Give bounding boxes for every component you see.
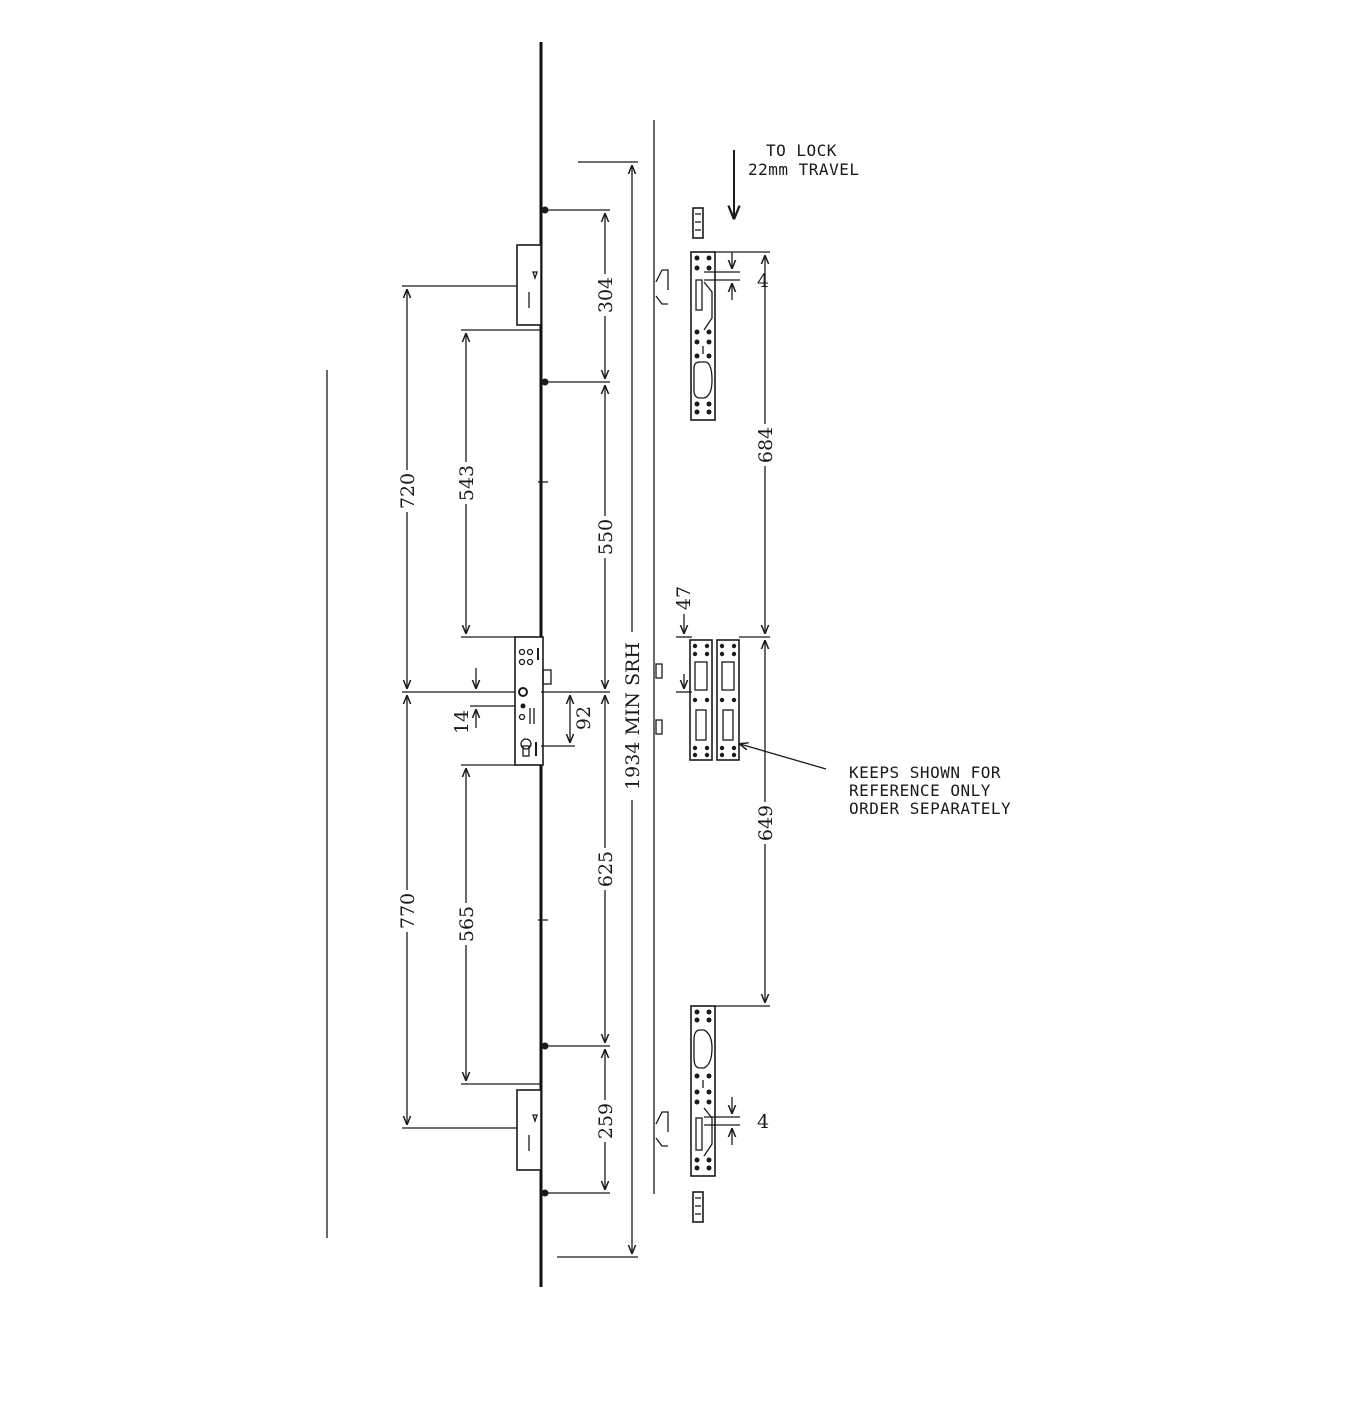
centre-latch-tongues bbox=[655, 663, 663, 735]
lock-travel-note: TO LOCK 22mm TRAVEL bbox=[734, 141, 859, 218]
dimension-649: 649 bbox=[713, 641, 777, 1007]
dimension-4-top: 4 bbox=[704, 252, 769, 300]
dimension-565: 565 bbox=[456, 764, 541, 1085]
dimension-47: 47 bbox=[673, 586, 695, 693]
top-hook-housing bbox=[516, 244, 542, 326]
dimension-720-label: 720 bbox=[397, 473, 419, 509]
dimension-770: 770 bbox=[397, 696, 517, 1129]
dimension-1934-srh-label: 1934 MIN SRH bbox=[622, 642, 644, 790]
centre-keep-right bbox=[716, 639, 740, 761]
dimension-259-label: 259 bbox=[595, 1103, 617, 1139]
dimension-14: 14 bbox=[451, 668, 515, 734]
dimension-92-label: 92 bbox=[573, 706, 595, 730]
dimension-4-bottom: 4 bbox=[704, 1097, 769, 1145]
dimension-259: 259 bbox=[548, 1050, 617, 1194]
dimension-1934-srh: 1934 MIN SRH bbox=[557, 161, 644, 1258]
keeps-note-line1: KEEPS SHOWN FOR bbox=[849, 763, 1001, 782]
dimension-565-label: 565 bbox=[456, 906, 478, 942]
keeps-note-line2: REFERENCE ONLY bbox=[849, 781, 991, 800]
dimension-550: 550 bbox=[595, 386, 617, 688]
top-small-keep bbox=[692, 207, 704, 239]
bottom-small-keep bbox=[692, 1191, 704, 1223]
dimension-625-label: 625 bbox=[595, 851, 617, 887]
hook-bolt-top bbox=[655, 269, 669, 305]
dimension-4-top-label: 4 bbox=[757, 270, 769, 292]
dimension-550-label: 550 bbox=[595, 519, 617, 555]
centre-keep-left bbox=[689, 639, 713, 761]
dimension-770-label: 770 bbox=[397, 893, 419, 929]
dimension-4-bottom-label: 4 bbox=[757, 1111, 769, 1133]
lock-note-line2: 22mm TRAVEL bbox=[748, 160, 859, 179]
lock-note-line1: TO LOCK bbox=[766, 141, 837, 160]
dimension-684-label: 684 bbox=[755, 427, 777, 463]
dimension-543-label: 543 bbox=[456, 465, 478, 501]
keeps-reference-note: KEEPS SHOWN FOR REFERENCE ONLY ORDER SEP… bbox=[740, 744, 1011, 818]
bottom-hook-keep bbox=[690, 1005, 716, 1177]
keeps-note-line3: ORDER SEPARATELY bbox=[849, 799, 1011, 818]
hook-bolt-bottom bbox=[655, 1111, 669, 1147]
central-gearbox bbox=[514, 636, 552, 766]
dimension-304: 304 bbox=[548, 209, 617, 383]
dimension-684: 684 bbox=[713, 251, 777, 638]
dimension-649-label: 649 bbox=[755, 805, 777, 841]
dimension-47-label: 47 bbox=[673, 586, 695, 610]
dimension-720: 720 bbox=[397, 285, 517, 693]
dimension-543: 543 bbox=[456, 329, 541, 638]
faceplate-fixings bbox=[538, 206, 549, 1197]
dimension-92: 92 bbox=[541, 691, 610, 747]
top-hook-keep bbox=[690, 251, 716, 421]
dimension-14-label: 14 bbox=[451, 710, 473, 734]
keeps-leader-line bbox=[740, 744, 827, 770]
dimension-625: 625 bbox=[548, 696, 617, 1047]
bottom-hook-housing bbox=[516, 1089, 542, 1171]
dimension-304-label: 304 bbox=[595, 277, 617, 313]
